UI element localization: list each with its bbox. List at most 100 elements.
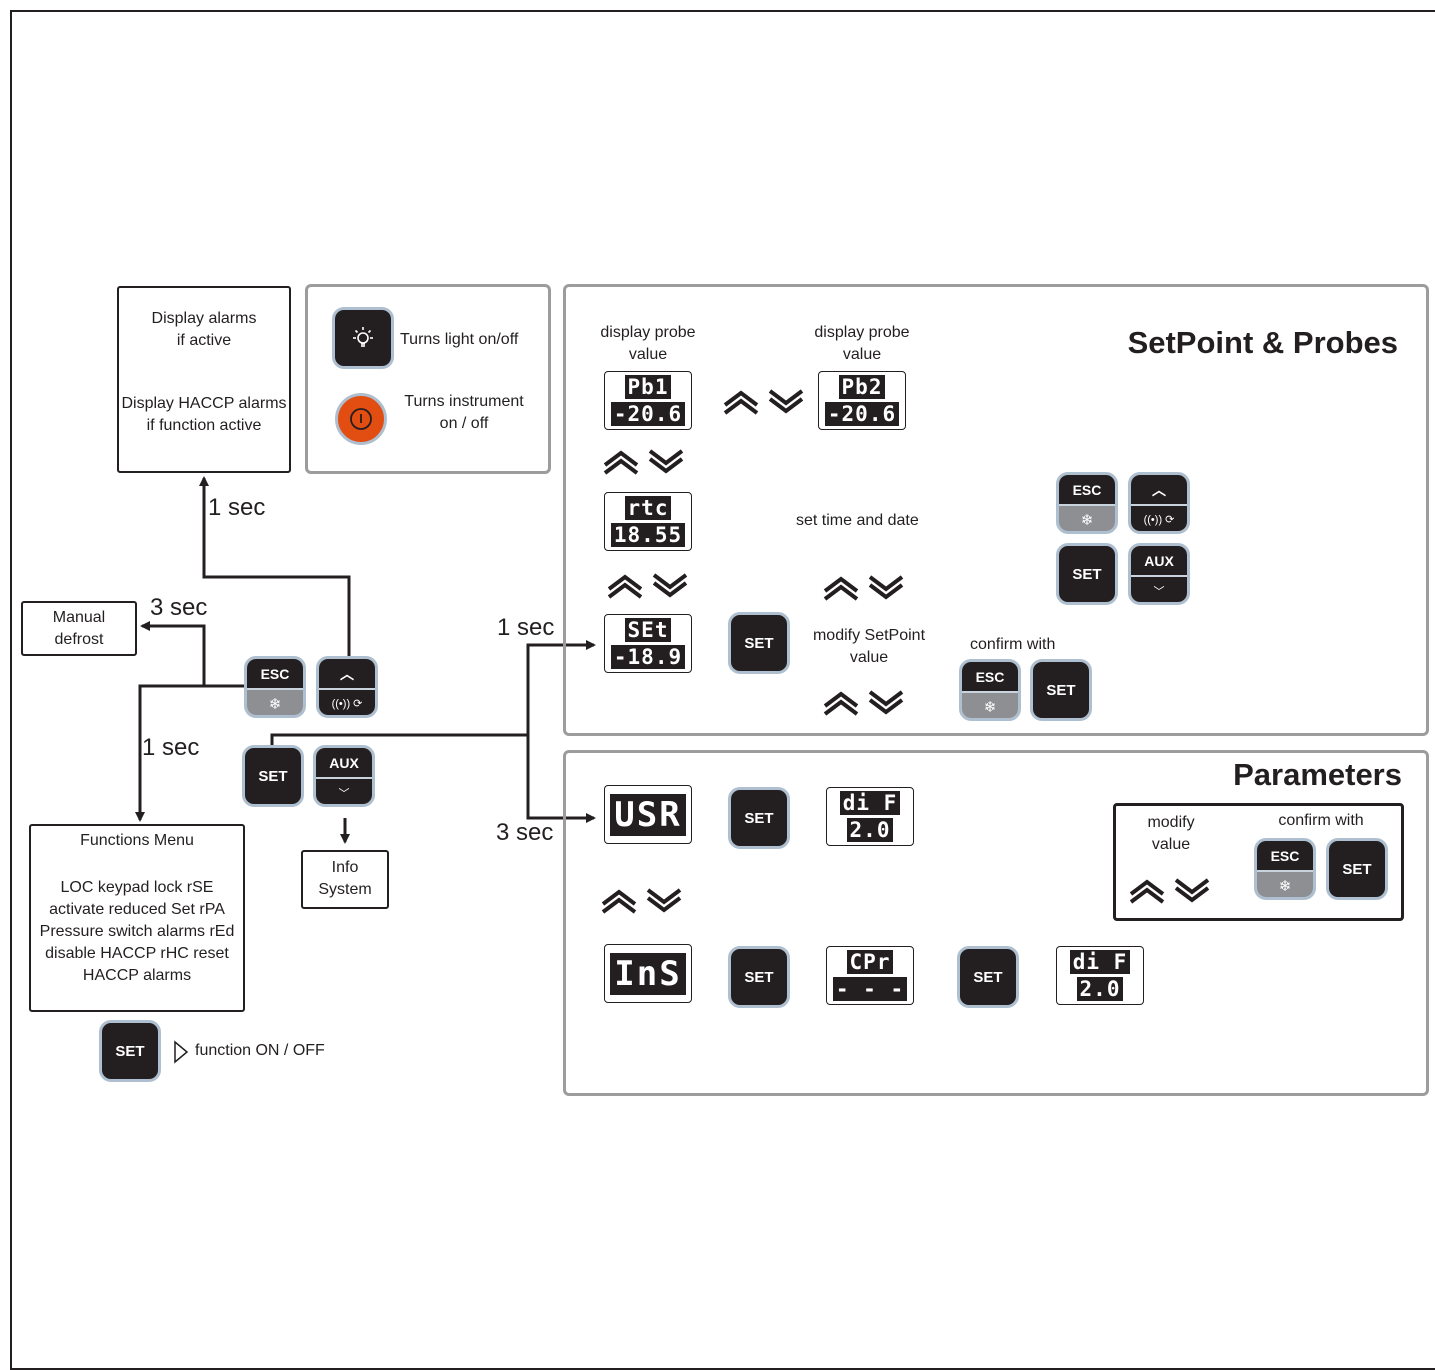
function-note: function ON / OFF bbox=[195, 1042, 325, 1059]
display-usr: USR bbox=[604, 785, 692, 844]
panel-title: Parameters bbox=[1233, 757, 1402, 792]
functions-menu-line: Pressure switch alarms rEd bbox=[39, 923, 235, 940]
panel-title: SetPoint & Probes bbox=[1127, 325, 1398, 360]
alarm-haccp-icon: ((•)) ⟳ bbox=[1131, 504, 1187, 531]
display-line: -20.6 bbox=[824, 402, 900, 426]
manual-defrost-box: Manual defrost bbox=[21, 601, 137, 656]
display-line: rtc bbox=[624, 496, 672, 520]
alarms-line3: Display HACCP alarms bbox=[121, 395, 287, 412]
display-ins: InS bbox=[604, 944, 692, 1003]
display-line: di F bbox=[839, 791, 901, 815]
up-down-arrows-icon bbox=[823, 690, 904, 716]
display-dif: di F 2.0 bbox=[1056, 946, 1144, 1005]
set-button[interactable]: SET bbox=[1030, 659, 1092, 721]
aux-label: AUX bbox=[1131, 546, 1187, 575]
up-down-arrows-icon bbox=[1129, 878, 1210, 904]
set-button[interactable]: SET bbox=[728, 787, 790, 849]
manual-defrost-line1: Manual bbox=[52, 609, 106, 626]
set-button[interactable]: SET bbox=[1326, 838, 1388, 900]
power-label-1: Turns instrument bbox=[404, 393, 524, 410]
timing-label: 1 sec bbox=[208, 494, 266, 521]
power-label-2: on / off bbox=[439, 415, 489, 432]
display-cpr: CPr - - - bbox=[826, 946, 914, 1005]
functions-menu-line: disable HACCP rHC reset bbox=[45, 945, 229, 962]
functions-menu-box: Functions Menu LOC keypad lock rSE activ… bbox=[29, 824, 245, 1012]
confirm-label: confirm with bbox=[970, 636, 1056, 653]
display-line: Pb2 bbox=[838, 375, 886, 399]
legend-box: Turns light on/off Turns instrument on /… bbox=[305, 284, 551, 474]
info-line1: Info bbox=[331, 859, 359, 876]
up-button[interactable]: ︿ ((•)) ⟳ bbox=[1128, 472, 1190, 534]
timing-label: 3 sec bbox=[150, 594, 208, 621]
esc-button[interactable]: ESC ❄ bbox=[959, 659, 1021, 721]
light-button[interactable] bbox=[332, 307, 394, 369]
display-line: -18.9 bbox=[610, 645, 686, 669]
parameters-panel: Parameters USR SET di F 2.0 InS SET CPr … bbox=[563, 750, 1429, 1096]
info-system-box: Info System bbox=[301, 850, 389, 909]
setpoint-panel: SetPoint & Probes display probe value Pb… bbox=[563, 284, 1429, 736]
probe2-label: display probe bbox=[814, 324, 910, 341]
alarms-box: Display alarms if active Display HACCP a… bbox=[117, 286, 291, 473]
modify-label: value bbox=[1151, 836, 1191, 853]
alarms-line4: if function active bbox=[146, 417, 262, 434]
display-rtc: rtc 18.55 bbox=[604, 492, 692, 551]
set-button[interactable]: SET bbox=[957, 946, 1019, 1008]
display-line: 2.0 bbox=[846, 818, 894, 842]
set-button[interactable]: SET bbox=[1056, 543, 1118, 605]
functions-menu-line: activate reduced Set rPA bbox=[49, 901, 225, 918]
aux-label: AUX bbox=[316, 748, 372, 777]
snowflake-icon: ❄ bbox=[247, 688, 303, 715]
display-set: SEt -18.9 bbox=[604, 614, 692, 673]
chevron-down-icon: ﹀ bbox=[1131, 575, 1187, 602]
aux-down-button[interactable]: AUX ﹀ bbox=[313, 745, 375, 807]
esc-button[interactable]: ESC ❄ bbox=[244, 656, 306, 718]
functions-menu-line: HACCP alarms bbox=[82, 967, 192, 984]
modify-label: modify bbox=[1147, 814, 1195, 831]
esc-label: ESC bbox=[1059, 475, 1115, 504]
up-down-arrows-icon bbox=[823, 575, 904, 601]
set-button[interactable]: SET bbox=[728, 612, 790, 674]
power-button[interactable] bbox=[335, 393, 387, 445]
display-line: CPr bbox=[846, 950, 894, 974]
timing-label: 3 sec bbox=[496, 819, 554, 846]
info-line2: System bbox=[318, 881, 372, 898]
timing-label: 1 sec bbox=[497, 614, 555, 641]
modify-setpoint-label: modify SetPoint bbox=[812, 627, 926, 644]
up-down-arrows-icon bbox=[607, 573, 688, 599]
display-pb1: Pb1 -20.6 bbox=[604, 371, 692, 430]
up-down-arrows-icon bbox=[603, 449, 684, 475]
esc-button[interactable]: ESC ❄ bbox=[1254, 838, 1316, 900]
chevron-up-icon: ︿ bbox=[319, 659, 375, 688]
light-bulb-icon bbox=[353, 327, 373, 347]
chevron-up-icon: ︿ bbox=[1131, 475, 1187, 504]
aux-down-button[interactable]: AUX ﹀ bbox=[1128, 543, 1190, 605]
triangle-right-icon bbox=[174, 1040, 189, 1064]
display-line: di F bbox=[1069, 950, 1131, 974]
display-line: 2.0 bbox=[1076, 977, 1124, 1001]
confirm-label: confirm with bbox=[1278, 812, 1364, 829]
esc-label: ESC bbox=[1257, 841, 1313, 870]
up-down-arrows-icon bbox=[723, 389, 804, 415]
light-label: Turns light on/off bbox=[400, 331, 519, 348]
set-button[interactable]: SET bbox=[728, 946, 790, 1008]
display-line: 18.55 bbox=[610, 523, 686, 547]
set-button[interactable]: SET bbox=[242, 745, 304, 807]
display-pb2: Pb2 -20.6 bbox=[818, 371, 906, 430]
display-dif: di F 2.0 bbox=[826, 787, 914, 846]
set-button[interactable]: SET bbox=[99, 1020, 161, 1082]
esc-button[interactable]: ESC ❄ bbox=[1056, 472, 1118, 534]
probe2-label: value bbox=[842, 346, 882, 363]
up-button[interactable]: ︿ ((•)) ⟳ bbox=[316, 656, 378, 718]
alarms-line2: if active bbox=[176, 332, 232, 349]
display-line: InS bbox=[610, 952, 686, 995]
alarm-haccp-icon: ((•)) ⟳ bbox=[319, 688, 375, 715]
display-line: -20.6 bbox=[610, 402, 686, 426]
display-line: SEt bbox=[624, 618, 672, 642]
alarms-line1: Display alarms bbox=[151, 310, 257, 327]
snowflake-icon: ❄ bbox=[1059, 504, 1115, 531]
probe1-label: value bbox=[628, 346, 668, 363]
snowflake-icon: ❄ bbox=[962, 691, 1018, 718]
functions-menu-title: Functions Menu bbox=[80, 832, 194, 849]
set-time-label: set time and date bbox=[796, 512, 919, 529]
